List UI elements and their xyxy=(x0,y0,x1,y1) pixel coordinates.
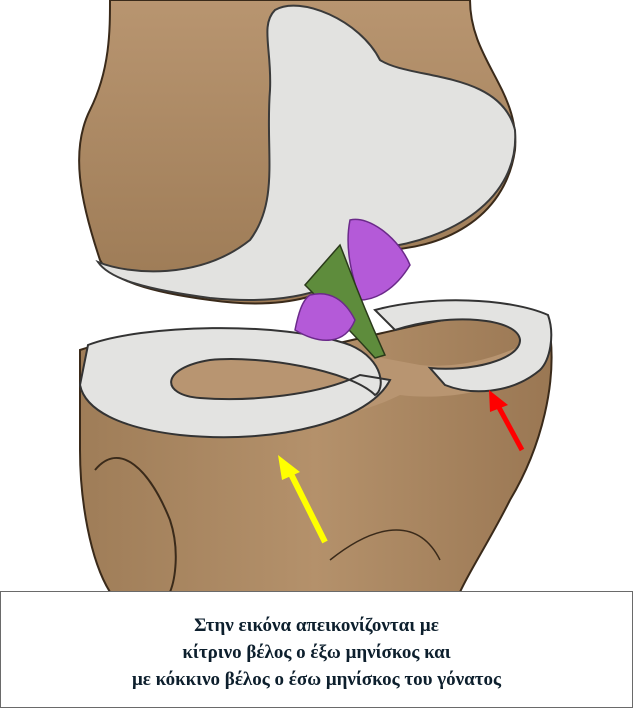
caption-box: Στην εικόνα απεικονίζονται με κίτρινο βέ… xyxy=(0,591,633,708)
knee-illustration xyxy=(78,0,553,592)
caption-line-2: κίτρινο βέλος ο έξω μηνίσκος και xyxy=(182,642,451,663)
ligament-purple-upper xyxy=(347,218,411,301)
medial-meniscus xyxy=(373,299,553,393)
femur-cartilage xyxy=(95,4,517,301)
lateral-meniscus xyxy=(78,327,392,439)
caption-line-3: με κόκκινο βέλος ο έσω μηνίσκος του γόνα… xyxy=(131,669,502,690)
red-arrow xyxy=(489,390,525,452)
ligament-purple-lower xyxy=(294,293,356,341)
yellow-arrow xyxy=(278,455,328,544)
caption-line-1: Στην εικόνα απεικονίζονται με xyxy=(194,615,439,636)
